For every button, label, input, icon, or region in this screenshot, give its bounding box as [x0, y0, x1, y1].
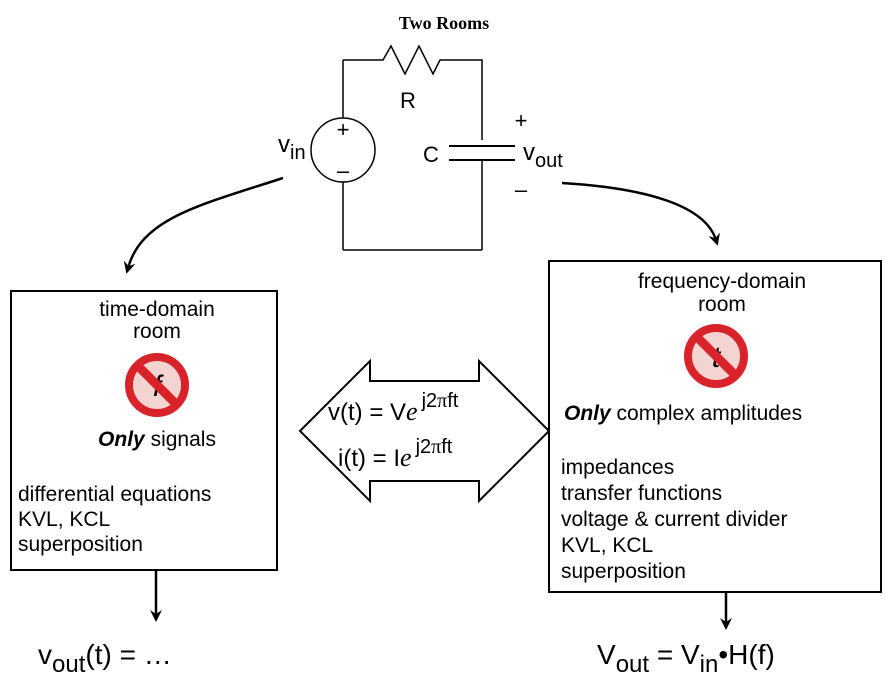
time-room-item-3: superposition: [18, 533, 143, 556]
source-label: vin: [278, 131, 306, 164]
capacitor-label: C: [423, 142, 439, 167]
freq-room-item-5: superposition: [561, 560, 686, 583]
output-minus: –: [515, 177, 528, 202]
resistor-label: R: [400, 88, 416, 113]
time-room-title-2: room: [133, 320, 181, 343]
freq-room-result: Vout = Vin•H(f): [597, 639, 775, 677]
time-room-title-1: time-domain: [99, 298, 215, 321]
bridge-double-arrow: [298, 358, 551, 504]
freq-room-title-2: room: [698, 293, 746, 316]
freq-room-only: Only complex amplitudes: [564, 402, 802, 425]
arrow-to-freq-room: [561, 181, 720, 246]
freq-room-item-3: voltage & current divider: [561, 508, 787, 531]
frequency-domain-room: [548, 260, 882, 593]
time-room-item-1: differential equations: [18, 483, 211, 506]
output-label: vout: [523, 139, 563, 172]
freq-room-item-1: impedances: [561, 456, 674, 479]
time-room-item-2: KVL, KCL: [18, 508, 110, 531]
freq-room-item-4: KVL, KCL: [561, 534, 653, 557]
freq-room-item-2: transfer functions: [561, 482, 722, 505]
no-time-icon: t: [684, 324, 748, 388]
time-domain-room: [10, 290, 278, 571]
source-plus: +: [337, 117, 350, 142]
time-room-result: vout(t) = …: [38, 639, 172, 677]
freq-room-title-1: frequency-domain: [638, 270, 806, 293]
rc-circuit: [310, 44, 515, 251]
voltage-source: [310, 117, 376, 183]
diagram-title: Two Rooms: [399, 13, 489, 33]
time-room-only: Only signals: [98, 428, 216, 451]
no-frequency-icon: f: [125, 353, 189, 417]
source-minus: –: [337, 158, 350, 183]
arrow-to-time-room: [123, 176, 284, 274]
output-plus: +: [515, 108, 528, 133]
resistor: [343, 44, 483, 140]
